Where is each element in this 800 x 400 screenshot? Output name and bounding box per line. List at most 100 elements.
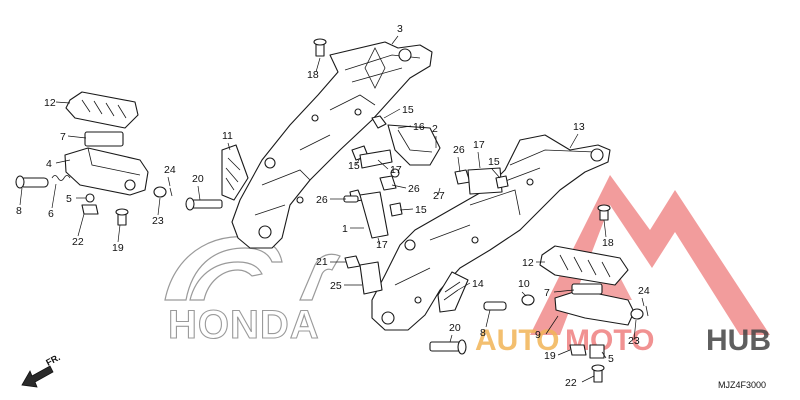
left-footpeg-rubber <box>65 91 139 129</box>
left-footpeg-pin <box>15 175 49 189</box>
callout-18b: 18 <box>602 237 614 249</box>
leader-15a <box>383 108 401 119</box>
callout-17a: 17 <box>473 139 485 151</box>
callout-26a: 26 <box>453 144 465 156</box>
leader-15d <box>399 208 414 211</box>
leader-4 <box>55 159 71 164</box>
leader-24b <box>641 297 645 307</box>
callout-17c: 17 <box>376 239 388 251</box>
callout-15a: 15 <box>402 104 414 116</box>
callout-8b: 8 <box>480 327 486 339</box>
leader-23b <box>633 319 637 341</box>
callout-18a: 18 <box>307 69 319 81</box>
callout-22a: 22 <box>72 236 84 248</box>
callout-24b: 24 <box>638 285 650 297</box>
diagram-code: MJZ4F3000 <box>718 380 766 390</box>
leader-17a <box>477 151 481 169</box>
leader-26a <box>457 156 461 173</box>
leader-8b <box>485 309 491 328</box>
front-label: FR. <box>44 352 61 368</box>
callout-5a: 5 <box>66 193 72 205</box>
leader-9 <box>545 315 559 335</box>
callout-26b: 26 <box>408 183 420 195</box>
callout-23b: 23 <box>628 335 640 347</box>
right-bolt-20 <box>429 339 467 355</box>
leader-17b <box>377 159 389 170</box>
callout-15c: 15 <box>348 160 360 172</box>
leader-10 <box>521 291 527 297</box>
right-heel-guard-14 <box>437 271 469 313</box>
callout-16: 16 <box>413 121 425 133</box>
callout-19a: 19 <box>112 242 124 254</box>
leader-27 <box>437 187 441 196</box>
leader-5b <box>601 351 607 359</box>
callout-5b: 5 <box>608 353 614 365</box>
left-step-bracket <box>231 41 433 249</box>
leader-6 <box>51 183 57 209</box>
callout-23a: 23 <box>152 215 164 227</box>
callout-13: 13 <box>573 121 585 133</box>
left-heel-guard-11 <box>221 144 249 201</box>
leader-16 <box>397 125 412 129</box>
callout-15d: 15 <box>415 204 427 216</box>
honda-ghost-logo: HONDA <box>164 236 341 348</box>
callout-6: 6 <box>48 208 54 220</box>
front-direction-arrow: FR. <box>21 352 62 388</box>
callout-26c: 26 <box>316 194 328 206</box>
leader-3 <box>391 35 399 45</box>
callout-7b: 7 <box>544 287 550 299</box>
callout-8a: 8 <box>16 205 22 217</box>
callout-7a: 7 <box>60 131 66 143</box>
leader-12a <box>55 101 71 104</box>
right-bolt-26 <box>343 195 359 203</box>
leader-7a <box>67 135 87 139</box>
leader-18b <box>603 219 607 238</box>
callout-15b: 15 <box>488 156 500 168</box>
leader-8a <box>19 187 23 206</box>
callout-11: 11 <box>222 130 233 142</box>
leader-22b <box>581 375 595 383</box>
callout-12b: 12 <box>522 257 534 269</box>
callout-9: 9 <box>535 329 541 341</box>
right-hardware <box>483 204 649 383</box>
callout-20a: 20 <box>192 173 204 185</box>
leader-24a <box>167 176 171 187</box>
right-footpeg-bar <box>554 283 635 326</box>
left-bolt-18 <box>313 38 327 57</box>
leader-23a <box>157 197 161 216</box>
leader-17c <box>377 237 381 245</box>
callout-27: 27 <box>433 190 445 202</box>
callout-21: 21 <box>316 256 328 268</box>
leader-15b <box>491 168 501 179</box>
leader-15c <box>355 157 361 166</box>
leader-19b <box>557 349 571 356</box>
callout-17b: 17 <box>390 164 402 176</box>
honda-wordmark: HONDA <box>168 303 320 347</box>
leader-13 <box>569 133 579 149</box>
watermark-auto: AUTO <box>475 324 559 357</box>
callout-10: 10 <box>518 278 530 290</box>
left-hardware <box>81 186 173 226</box>
callout-12a: 12 <box>44 97 56 109</box>
callout-1: 1 <box>342 223 348 235</box>
callout-22b: 22 <box>565 377 577 389</box>
callout-2: 2 <box>432 123 438 135</box>
callout-19b: 19 <box>544 350 556 362</box>
callout-24a: 24 <box>164 164 176 176</box>
right-footpeg-rubber <box>539 245 629 286</box>
callout-4: 4 <box>46 158 52 170</box>
leader-14 <box>457 282 471 291</box>
left-spring <box>51 175 71 181</box>
leader-20a <box>197 185 201 201</box>
callout-14: 14 <box>472 278 484 290</box>
leader-18a <box>315 57 321 73</box>
watermark-hub: HUB <box>706 324 771 357</box>
leader-19a <box>117 224 121 243</box>
leader-lines <box>19 35 645 383</box>
center-hardware <box>344 115 509 295</box>
left-footpeg-bar <box>64 131 149 196</box>
callout-3: 3 <box>397 23 403 35</box>
leader-26b <box>391 184 407 189</box>
